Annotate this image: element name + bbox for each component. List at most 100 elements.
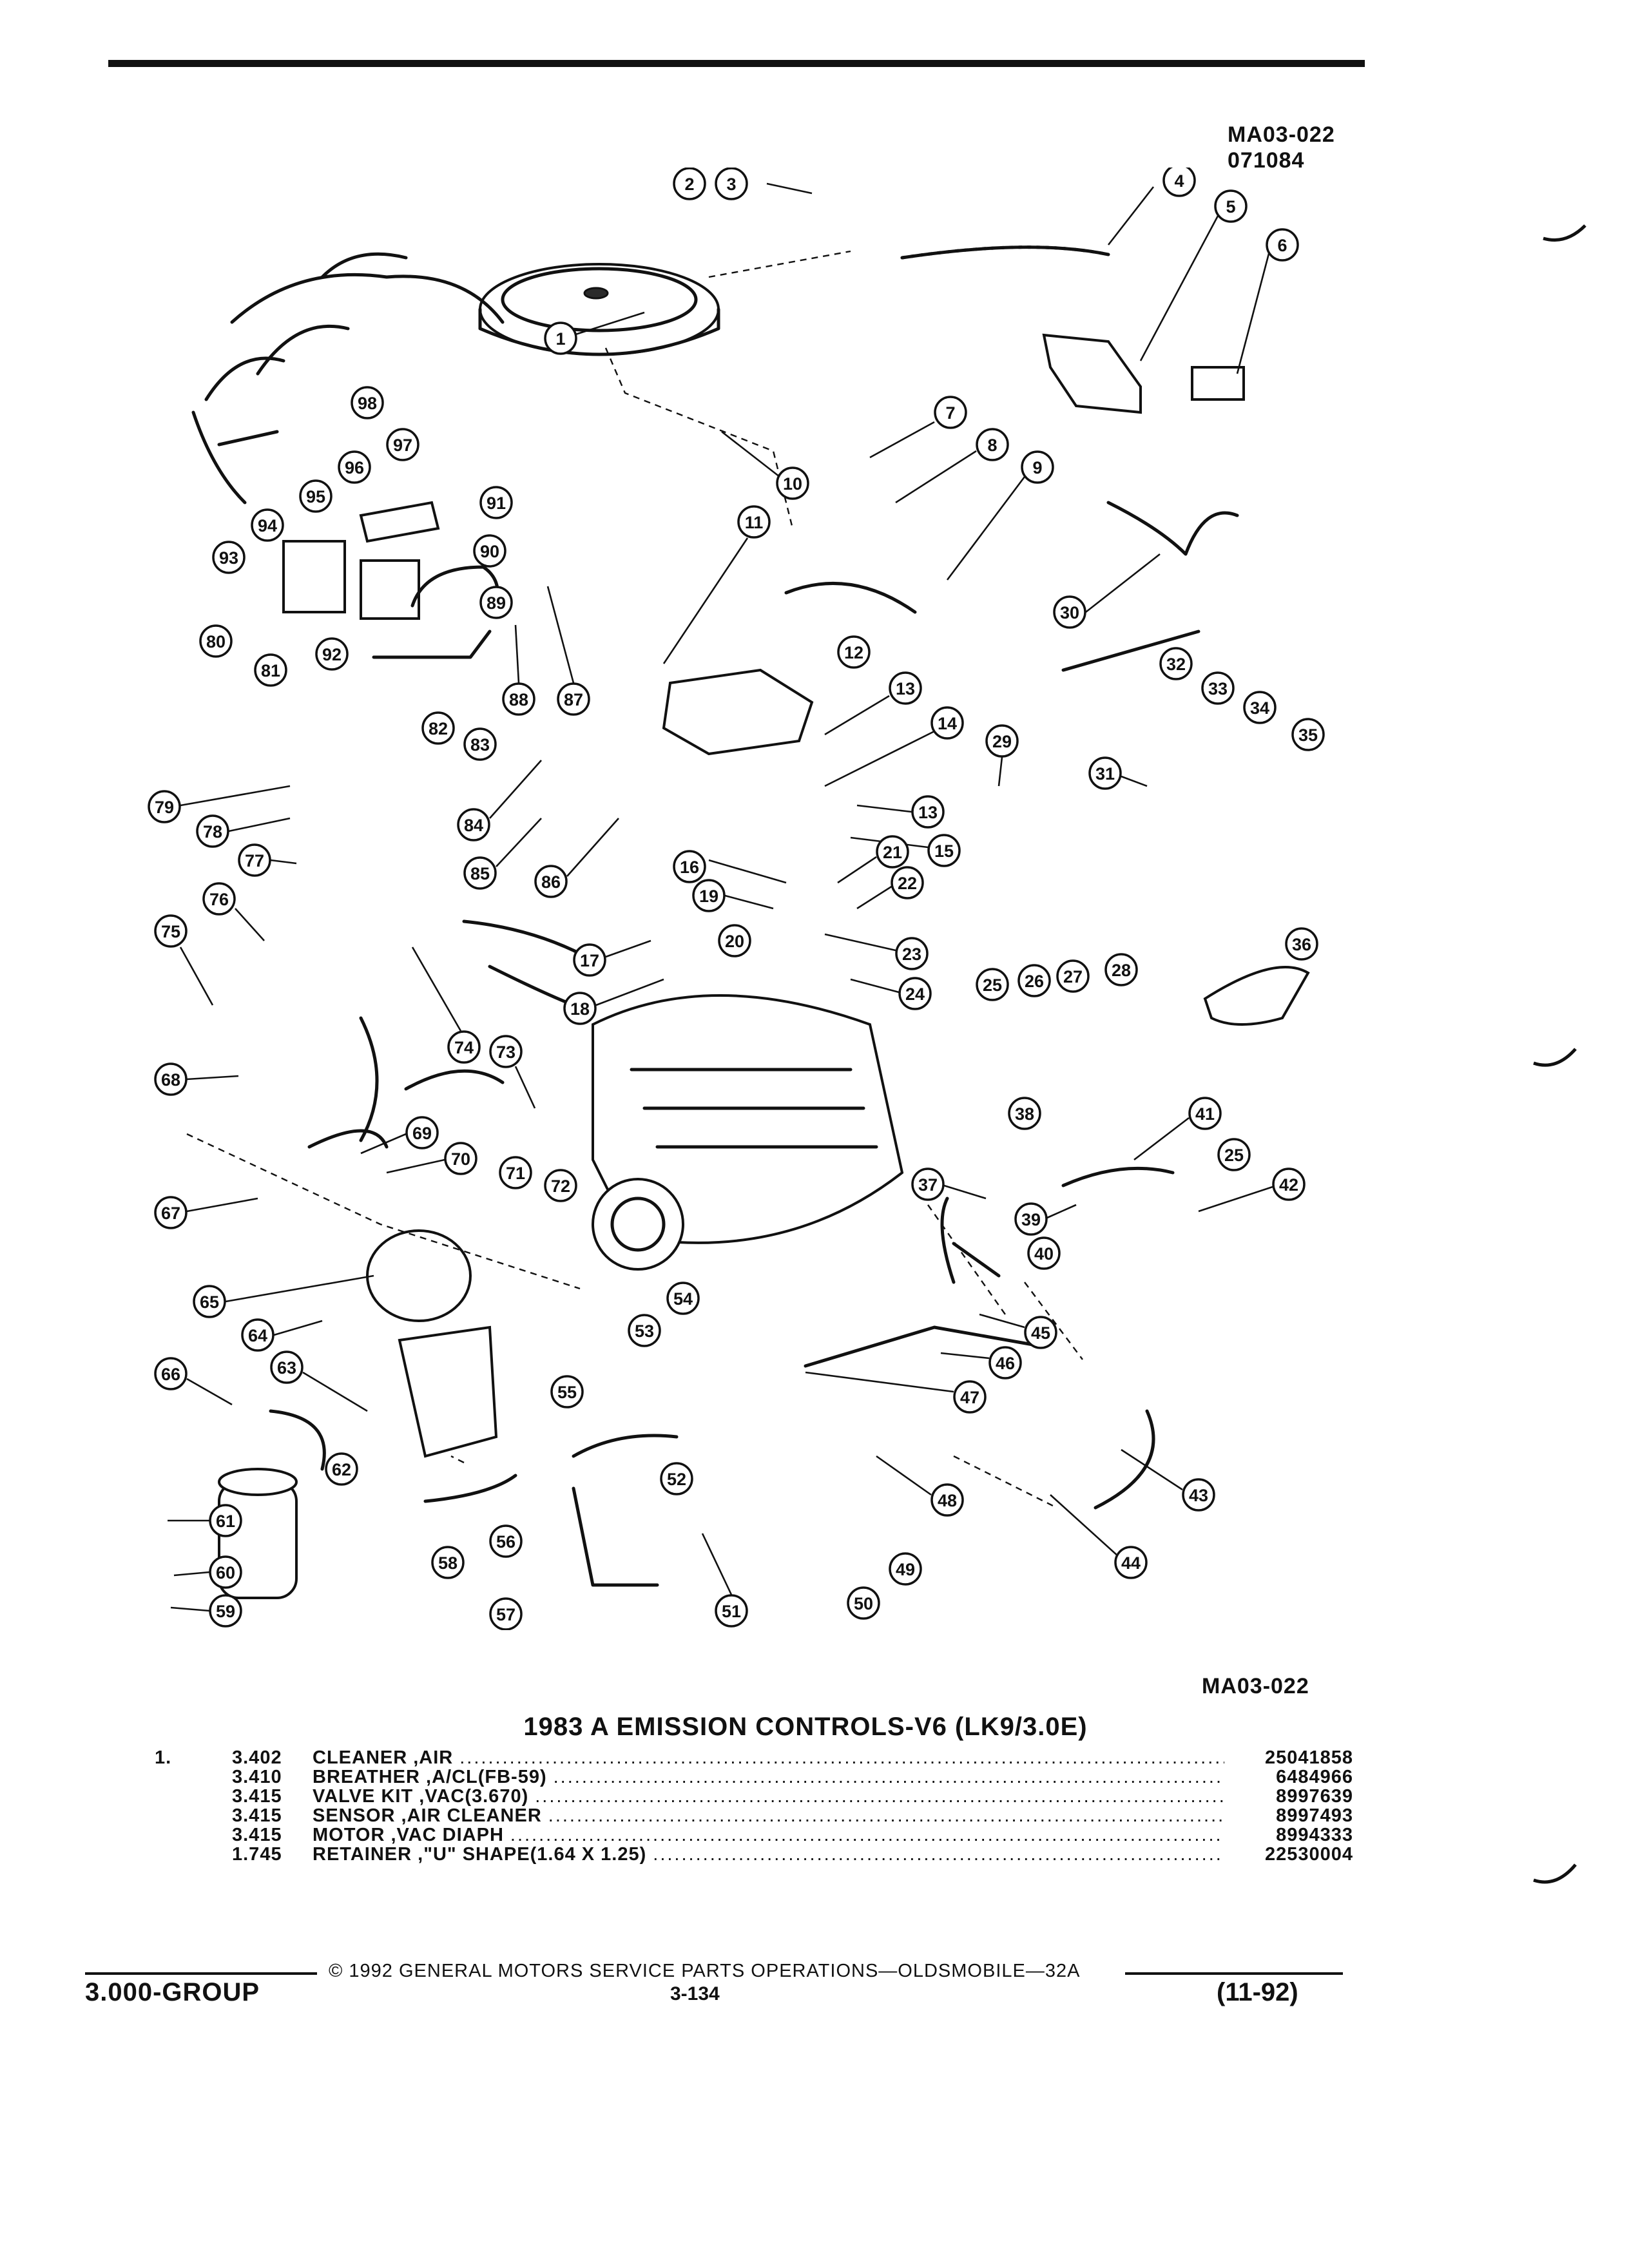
callout-78: 78: [196, 814, 229, 848]
svg-text:83: 83: [470, 735, 490, 754]
callout-47: 47: [953, 1380, 987, 1414]
svg-text:13: 13: [918, 803, 938, 822]
svg-text:95: 95: [306, 487, 325, 506]
callout-5: 5: [1214, 189, 1248, 223]
svg-text:73: 73: [496, 1043, 516, 1062]
svg-text:30: 30: [1060, 603, 1079, 622]
callout-54: 54: [666, 1282, 700, 1315]
part-description: MOTOR ,VAC DIAPH: [313, 1825, 504, 1845]
svg-text:89: 89: [487, 593, 506, 613]
svg-text:51: 51: [722, 1602, 741, 1621]
svg-text:77: 77: [245, 851, 264, 870]
svg-text:98: 98: [358, 394, 377, 413]
svg-text:12: 12: [844, 643, 863, 662]
svg-text:14: 14: [938, 714, 957, 733]
callout-80: 80: [199, 624, 233, 658]
svg-text:4: 4: [1174, 171, 1184, 191]
svg-text:74: 74: [454, 1038, 474, 1057]
callout-7: 7: [934, 396, 967, 429]
callout-8: 8: [976, 428, 1009, 461]
callout-85: 85: [463, 856, 497, 890]
svg-text:29: 29: [992, 732, 1012, 751]
part-group-code: 3.410: [232, 1767, 282, 1787]
svg-text:61: 61: [216, 1512, 235, 1531]
part-number: 8997639: [1276, 1786, 1353, 1807]
callout-91: 91: [479, 486, 513, 519]
callout-68: 68: [154, 1062, 188, 1096]
svg-text:41: 41: [1195, 1104, 1215, 1124]
callout-66: 66: [154, 1357, 188, 1390]
callout-34: 34: [1243, 691, 1277, 724]
svg-text:21: 21: [883, 843, 902, 862]
svg-text:93: 93: [219, 548, 238, 568]
svg-text:69: 69: [412, 1124, 432, 1143]
callout-32: 32: [1159, 647, 1193, 680]
callout-89: 89: [479, 586, 513, 619]
parts-list: 1. 3.402 CLEANER ,AIR ..................…: [155, 1747, 1353, 1865]
footer-rule-right: [1125, 1972, 1343, 1975]
revision-date: (11-92): [1217, 1978, 1298, 2006]
part-number: 8994333: [1276, 1825, 1353, 1845]
callout-55: 55: [550, 1375, 584, 1408]
svg-text:48: 48: [938, 1491, 957, 1510]
part-group-code: 1.745: [232, 1844, 282, 1865]
svg-text:62: 62: [332, 1460, 351, 1479]
callout-57: 57: [489, 1597, 523, 1630]
svg-text:43: 43: [1189, 1486, 1208, 1505]
svg-text:45: 45: [1031, 1323, 1050, 1343]
callout-51: 51: [715, 1594, 748, 1628]
part-number: 6484966: [1276, 1767, 1353, 1787]
svg-text:67: 67: [161, 1204, 180, 1223]
svg-text:57: 57: [496, 1605, 516, 1624]
svg-text:59: 59: [216, 1602, 235, 1621]
part-description: RETAINER ,"U" SHAPE(1.64 X 1.25): [313, 1844, 647, 1865]
callout-83: 83: [463, 727, 497, 761]
svg-text:56: 56: [496, 1532, 516, 1552]
callout-36: 36: [1285, 927, 1318, 961]
svg-text:35: 35: [1298, 726, 1318, 745]
svg-text:50: 50: [854, 1594, 873, 1613]
svg-text:24: 24: [905, 985, 925, 1004]
svg-text:76: 76: [209, 890, 229, 909]
svg-text:6: 6: [1277, 236, 1287, 255]
leader-dots: ........................................…: [548, 1805, 1224, 1826]
svg-text:42: 42: [1279, 1175, 1298, 1195]
parts-row: 3.415 MOTOR ,VAC DIAPH .................…: [155, 1825, 1353, 1845]
svg-text:38: 38: [1015, 1104, 1034, 1124]
callout-39: 39: [1014, 1202, 1048, 1236]
svg-text:87: 87: [564, 690, 583, 709]
callout-44: 44: [1114, 1546, 1148, 1579]
group-label: 3.000-GROUP: [85, 1978, 260, 2006]
svg-text:19: 19: [699, 887, 718, 906]
part-description: SENSOR ,AIR CLEANER: [313, 1805, 542, 1826]
parts-row: 3.415 SENSOR ,AIR CLEANER ..............…: [155, 1805, 1353, 1826]
svg-text:81: 81: [261, 661, 280, 680]
callout-79: 79: [148, 790, 181, 823]
callout-92: 92: [315, 637, 349, 671]
callout-84: 84: [457, 808, 490, 841]
callout-61: 61: [209, 1504, 242, 1537]
callout-29: 29: [985, 724, 1019, 758]
leader-dots: ........................................…: [510, 1825, 1224, 1845]
callout-49: 49: [889, 1552, 922, 1586]
part-number: 22530004: [1264, 1844, 1353, 1865]
callout-13: 13: [889, 671, 922, 705]
callout-67: 67: [154, 1196, 188, 1229]
svg-text:60: 60: [216, 1563, 235, 1582]
svg-text:37: 37: [918, 1175, 938, 1195]
svg-text:2: 2: [684, 175, 694, 194]
svg-text:26: 26: [1025, 972, 1044, 991]
svg-text:49: 49: [896, 1560, 915, 1579]
svg-text:11: 11: [745, 513, 764, 532]
svg-text:64: 64: [248, 1326, 267, 1345]
callout-2: 2: [673, 168, 706, 200]
callout-86: 86: [534, 865, 568, 898]
callout-13b: 13: [911, 795, 945, 829]
svg-text:44: 44: [1121, 1553, 1141, 1573]
callout-97: 97: [386, 428, 419, 461]
parts-row: 3.410 BREATHER ,A/CL(FB-59) ............…: [155, 1767, 1353, 1787]
callout-48: 48: [930, 1483, 964, 1517]
part-description: BREATHER ,A/CL(FB-59): [313, 1767, 547, 1787]
svg-text:70: 70: [451, 1149, 470, 1169]
callout-70: 70: [444, 1142, 477, 1175]
